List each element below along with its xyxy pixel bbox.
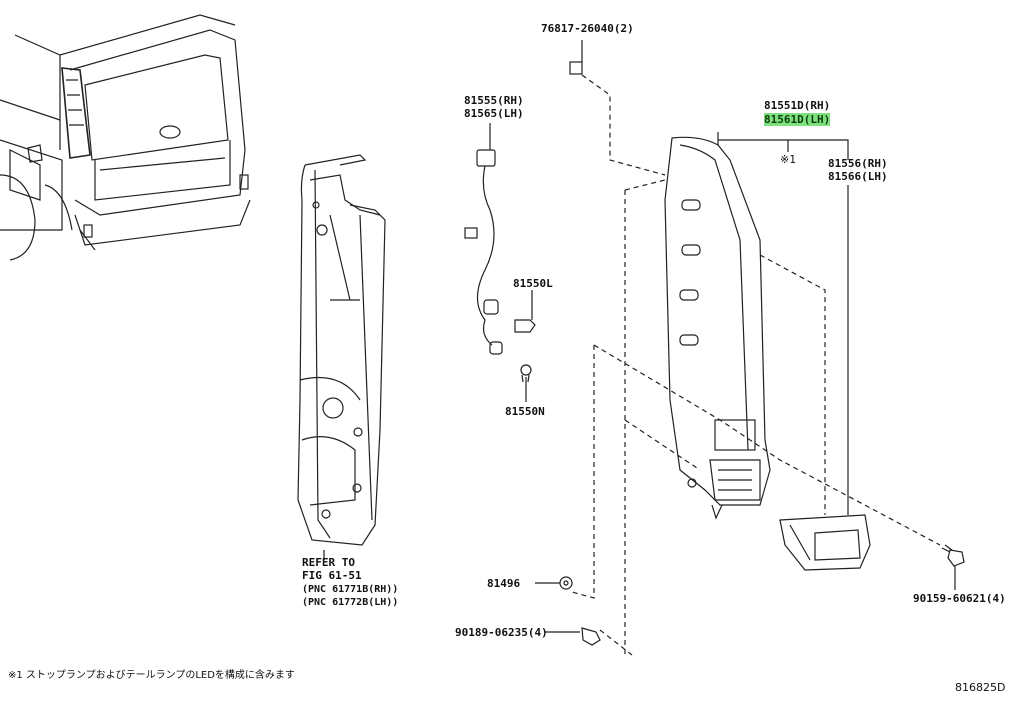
socket-wire-illustration [464, 149, 503, 355]
leader-lines [323, 40, 956, 633]
label-socket-rh: 81555(RH) [464, 94, 524, 107]
label-screw-left: 90189-06235(4) [455, 626, 548, 639]
label-lens-lh: 81566(LH) [828, 170, 888, 183]
lens-illustration [779, 514, 871, 571]
label-refer-pnc-rh: (PNC 61771B(RH)) [302, 584, 399, 595]
label-refer-to: REFER TO [302, 556, 355, 569]
label-refer-pnc-lh: (PNC 61772B(LH)) [302, 597, 399, 608]
label-refer-fig: FIG 61-51 [302, 569, 362, 582]
label-screw-right: 90159-60621(4) [913, 592, 1006, 605]
figure-number: 816825D [955, 681, 1006, 694]
footnote: ※1 ストップランプおよびテールランプのLEDを構成に含みます [8, 670, 295, 681]
label-lamp-rh: 81551D(RH) [764, 99, 831, 112]
vehicle-rear-illustration [0, 14, 251, 261]
label-lens-rh: 81556(RH) [828, 157, 888, 170]
highlighted-part-number[interactable]: 81561D(LH) [764, 113, 831, 126]
label-lamp-note-mark: ※1 [780, 153, 796, 166]
assembly-lines [571, 74, 941, 656]
label-bulb-l: 81550L [513, 277, 553, 290]
label-socket-lh: 81565(LH) [464, 107, 524, 120]
rear-combination-lamp-illustration [664, 136, 771, 520]
label-clip: 76817-26040(2) [541, 22, 634, 35]
label-lamp-lh: 81561D(LH) [764, 113, 831, 126]
label-bulb-n: 81550N [505, 405, 545, 418]
fastener-illustration [559, 544, 965, 646]
body-panel-illustration [297, 154, 386, 546]
bulb-illustration [514, 319, 536, 383]
clip-illustration [569, 61, 583, 75]
label-grommet: 81496 [487, 577, 521, 590]
